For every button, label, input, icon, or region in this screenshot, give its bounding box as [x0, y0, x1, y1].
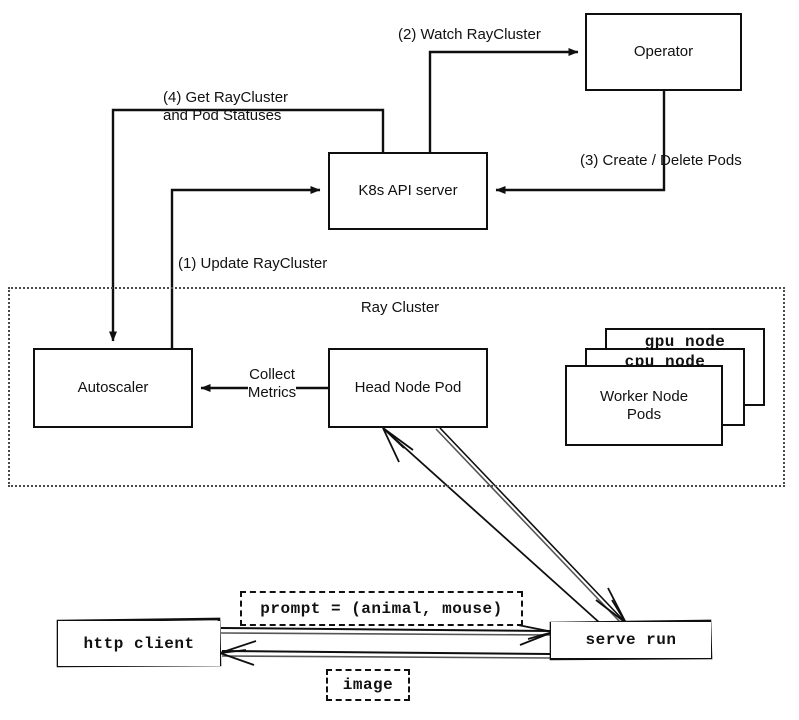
edge-label-collect-metrics: Collect Metrics: [247, 366, 297, 401]
payload-prompt-label: prompt = (animal, mouse): [260, 599, 503, 618]
payload-image: image: [326, 669, 410, 701]
edge-label-create-delete-pods: (3) Create / Delete Pods: [580, 152, 742, 169]
ray-cluster-container: [8, 287, 785, 487]
edge-update-raycluster: [170, 186, 321, 348]
node-head-node-pod-label: Head Node Pod: [354, 379, 462, 397]
node-worker-node-pods-label: Worker Node Pods: [599, 387, 689, 423]
node-k8s-api-server-label: K8s API server: [358, 182, 458, 200]
node-operator-label: Operator: [633, 43, 694, 61]
payload-image-label: image: [342, 676, 394, 694]
node-autoscaler[interactable]: Autoscaler: [33, 348, 193, 428]
ray-cluster-label: Ray Cluster: [360, 299, 440, 316]
edge-label-get-raycluster-statuses: (4) Get RayCluster and Pod Statuses: [163, 89, 289, 124]
edge-label-update-raycluster: (1) Update RayCluster: [178, 255, 328, 272]
edge-label-watch-raycluster: (2) Watch RayCluster: [398, 26, 541, 43]
node-http-client-label: http client: [83, 634, 195, 653]
node-k8s-api-server[interactable]: K8s API server: [328, 152, 488, 230]
node-autoscaler-label: Autoscaler: [77, 379, 149, 397]
node-gpu-node-label: gpu node: [644, 333, 726, 351]
node-head-node-pod[interactable]: Head Node Pod: [328, 348, 488, 428]
payload-prompt: prompt = (animal, mouse): [240, 591, 523, 626]
node-operator[interactable]: Operator: [585, 13, 742, 91]
edge-create-delete-pods: [495, 91, 666, 194]
edge-watch-raycluster: [428, 48, 579, 152]
node-http-client[interactable]: http client: [58, 621, 220, 666]
edge-serve-run-to-head-node: [382, 427, 602, 625]
node-serve-run-label: serve run: [585, 631, 677, 649]
edge-head-node-to-serve-run: [435, 427, 627, 624]
edge-http-client-to-serve-run: [220, 624, 554, 646]
edge-serve-run-to-http-client: [219, 640, 551, 666]
node-worker-node-pods[interactable]: Worker Node Pods: [565, 365, 723, 446]
edge-get-raycluster-statuses: [109, 108, 385, 342]
node-serve-run[interactable]: serve run: [551, 622, 711, 658]
